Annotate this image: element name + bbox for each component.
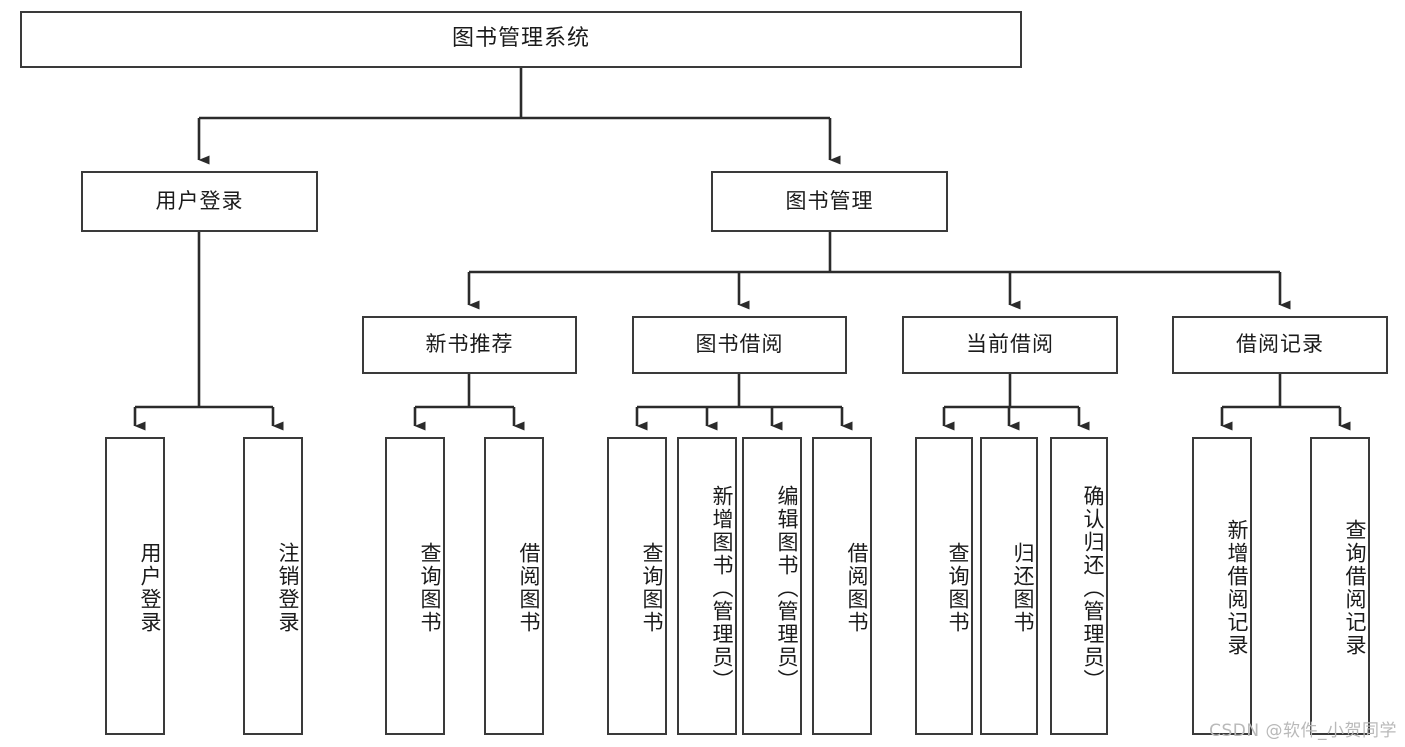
node-current-borrow[interactable]: 当前借阅	[902, 316, 1118, 374]
node-label: 新书推荐	[425, 332, 514, 357]
borrow-record-to-leaves-connectors	[1220, 374, 1351, 431]
node-label: 确认归还（管理员）	[1081, 484, 1105, 692]
node-leaf-query-book-1[interactable]: 查询图书	[385, 437, 445, 735]
node-leaf-add-book[interactable]: 新增图书（管理员）	[677, 437, 737, 735]
node-label: 查询借阅记录	[1343, 519, 1367, 657]
root-to-level1-connectors	[197, 68, 841, 165]
node-leaf-logout-login[interactable]: 注销登录	[243, 437, 303, 735]
node-label: 注销登录	[276, 542, 300, 634]
node-label: 用户登录	[138, 542, 162, 634]
node-label: 编辑图书（管理员）	[775, 484, 799, 692]
node-leaf-borrow-book-2[interactable]: 借阅图书	[812, 437, 872, 735]
node-label: 用户登录	[155, 188, 244, 213]
node-label: 图书借阅	[695, 332, 784, 357]
node-leaf-add-borrow-record[interactable]: 新增借阅记录	[1192, 437, 1252, 735]
node-label: 查询图书	[418, 542, 442, 634]
node-label: 当前借阅	[966, 332, 1054, 357]
node-user-login[interactable]: 用户登录	[81, 171, 318, 232]
node-new-book-recommend[interactable]: 新书推荐	[362, 316, 577, 374]
node-label: 图书管理系统	[451, 26, 590, 52]
node-leaf-confirm-return[interactable]: 确认归还（管理员）	[1050, 437, 1108, 735]
book-manage-to-level2-connectors	[467, 232, 1291, 310]
node-leaf-edit-book[interactable]: 编辑图书（管理员）	[742, 437, 802, 735]
node-borrow-record[interactable]: 借阅记录	[1172, 316, 1388, 374]
book-borrow-to-leaves-connectors	[635, 374, 853, 431]
node-root-system[interactable]: 图书管理系统	[20, 11, 1022, 68]
node-label: 查询图书	[640, 542, 664, 634]
user-login-to-leaves-connectors	[133, 232, 284, 431]
node-leaf-query-book-3[interactable]: 查询图书	[915, 437, 973, 735]
node-leaf-query-book-2[interactable]: 查询图书	[607, 437, 667, 735]
node-leaf-user-login[interactable]: 用户登录	[105, 437, 165, 735]
current-borrow-to-leaves-connectors	[942, 374, 1090, 431]
node-leaf-borrow-book-1[interactable]: 借阅图书	[484, 437, 544, 735]
node-label: 图书管理	[785, 188, 874, 213]
node-leaf-return-book[interactable]: 归还图书	[980, 437, 1038, 735]
node-label: 查询图书	[946, 542, 970, 634]
node-book-borrow[interactable]: 图书借阅	[632, 316, 847, 374]
new-book-recommend-to-leaves-connectors	[413, 374, 525, 431]
watermark-text: CSDN @软件_小贺同学	[1209, 721, 1397, 741]
node-label: 借阅记录	[1236, 332, 1324, 357]
node-label: 借阅图书	[517, 542, 541, 634]
node-label: 借阅图书	[845, 542, 869, 634]
node-leaf-query-borrow-record[interactable]: 查询借阅记录	[1310, 437, 1370, 735]
node-book-manage[interactable]: 图书管理	[711, 171, 948, 232]
node-label: 新增图书（管理员）	[710, 484, 734, 692]
node-label: 归还图书	[1011, 542, 1035, 634]
node-label: 新增借阅记录	[1225, 519, 1249, 657]
